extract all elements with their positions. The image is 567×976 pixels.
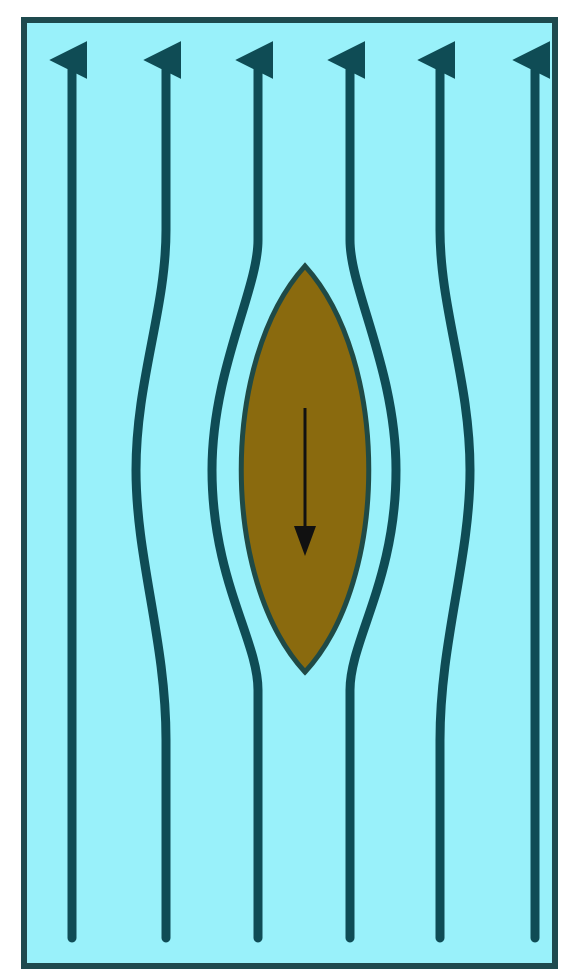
flow-diagram (0, 0, 567, 976)
